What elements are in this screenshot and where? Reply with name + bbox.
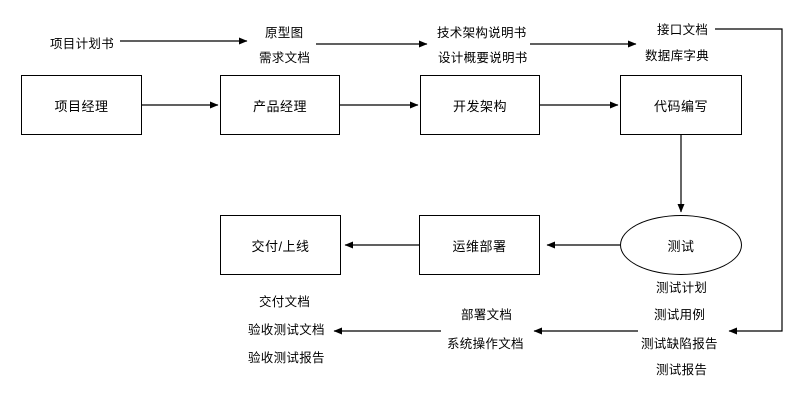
label-test-report: 测试报告 <box>656 363 708 377</box>
label-deployment-doc: 部署文档 <box>461 308 513 322</box>
label-acceptance-test-report: 验收测试报告 <box>248 351 325 365</box>
node-coding: 代码编写 <box>620 75 742 135</box>
label-database-dictionary: 数据库字典 <box>645 49 710 63</box>
label-project-plan: 项目计划书 <box>50 37 115 51</box>
node-project-manager: 项目经理 <box>21 75 142 135</box>
node-testing: 测试 <box>620 215 742 275</box>
label-defect-report: 测试缺陷报告 <box>641 337 718 351</box>
label-test-plan: 测试计划 <box>656 281 708 295</box>
label-design-summary-spec: 设计概要说明书 <box>438 51 528 65</box>
node-project-manager-label: 项目经理 <box>54 98 109 114</box>
label-acceptance-test-doc: 验收测试文档 <box>248 323 325 337</box>
label-interface-doc: 接口文档 <box>657 23 709 37</box>
node-testing-label: 测试 <box>667 238 695 254</box>
label-requirements-doc: 需求文档 <box>259 51 311 65</box>
node-delivery-launch: 交付/上线 <box>220 215 341 275</box>
node-ops-deployment-label: 运维部署 <box>452 238 507 254</box>
node-dev-architecture: 开发架构 <box>420 75 540 135</box>
label-prototype: 原型图 <box>265 26 304 40</box>
node-product-manager: 产品经理 <box>220 75 340 135</box>
label-delivery-doc: 交付文档 <box>259 295 311 309</box>
label-tech-architecture-spec: 技术架构说明书 <box>437 26 527 40</box>
label-system-operation-doc: 系统操作文档 <box>447 337 524 351</box>
node-product-manager-label: 产品经理 <box>252 98 307 114</box>
node-coding-label: 代码编写 <box>653 98 708 114</box>
node-ops-deployment: 运维部署 <box>419 215 540 275</box>
label-test-cases: 测试用例 <box>654 308 706 322</box>
node-delivery-launch-label: 交付/上线 <box>251 238 310 254</box>
node-dev-architecture-label: 开发架构 <box>452 98 507 114</box>
